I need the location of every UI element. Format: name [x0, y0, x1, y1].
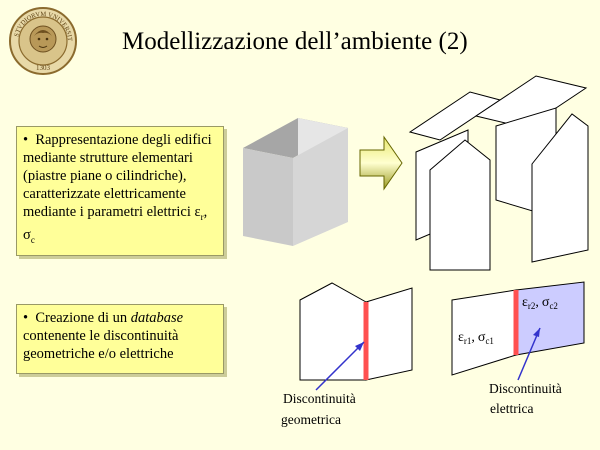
- electric-label-line1: Discontinuità: [489, 381, 562, 396]
- page-title: Modellizzazione dell’ambiente (2): [122, 28, 468, 55]
- electric-pointer-arrow-icon: [517, 327, 541, 381]
- plate-model-illustration: [408, 75, 589, 271]
- param-sigma: σ: [23, 226, 31, 243]
- right-params: εr2,σc2: [522, 295, 558, 311]
- geometric-label-line2: geometrica: [281, 412, 341, 427]
- university-seal-logo: STVDIORVM VNIVERSITAS ROMANA 1303: [8, 6, 77, 75]
- box2-emphasis: database: [130, 310, 184, 326]
- electric-discontinuity-diagram: εr1,σc1 εr2,σc2 Discontinuità elettrica: [451, 281, 585, 416]
- param-sigma-sub: c: [30, 234, 35, 245]
- bullet: •: [23, 310, 29, 326]
- geometric-pointer-arrow-icon: [315, 341, 365, 391]
- box1-text: Rappresentazione degli edifici mediante …: [23, 132, 212, 220]
- geometric-discontinuity-diagram: Discontinuità geometrica: [281, 282, 413, 427]
- transform-arrow-icon: [359, 135, 403, 191]
- param-separator: ,: [203, 204, 208, 220]
- left-params: εr1,σc1: [458, 330, 494, 346]
- bullet-box-representation: • Rappresentazione degli edifici mediant…: [16, 126, 224, 256]
- geometric-label-line1: Discontinuità: [283, 391, 356, 406]
- box2-text-before: Creazione di un: [35, 310, 128, 326]
- solid-building-illustration: [243, 118, 348, 246]
- seal-year-text: 1303: [36, 64, 51, 72]
- bullet-box-database: • Creazione di un database contenente le…: [16, 304, 224, 374]
- bullet: •: [23, 132, 29, 148]
- box2-text-after: contenente le discontinuità geometriche …: [23, 328, 179, 362]
- param-epsilon-sub: r: [200, 211, 204, 222]
- param-epsilon: ε: [194, 204, 201, 220]
- electric-label-line2: elettrica: [490, 401, 533, 416]
